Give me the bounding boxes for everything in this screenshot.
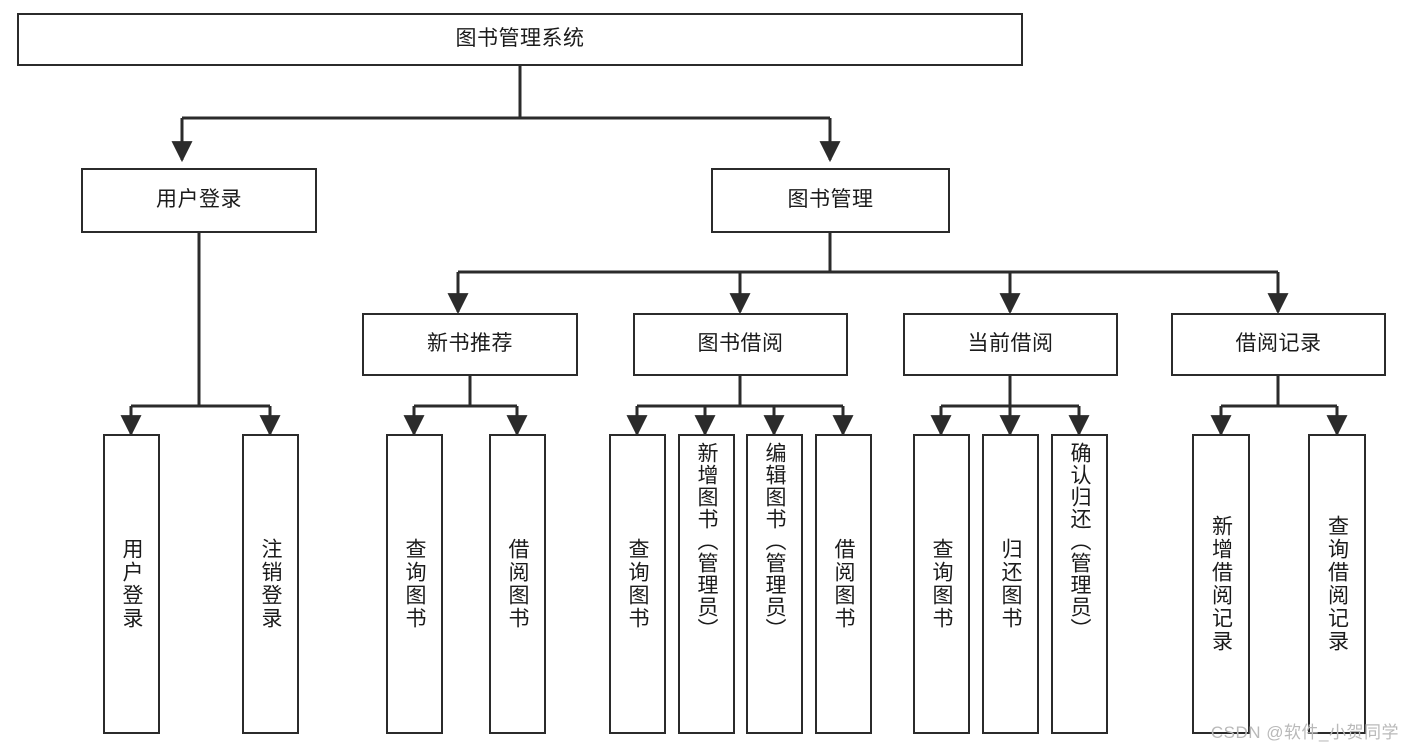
leaf-borrow-book[interactable]: 借阅图书 (815, 434, 872, 734)
leaf-add-borrow-record[interactable]: 新增借阅记录 (1192, 434, 1250, 734)
node-label: 查询图书 (626, 538, 649, 630)
node-label: 确认归还（管理员） (1068, 442, 1091, 640)
node-label: 编辑图书（管理员） (763, 442, 786, 640)
node-label: 图书管理 (787, 188, 874, 212)
node-label: 注销登录 (259, 538, 282, 630)
leaf-user-login[interactable]: 用户登录 (103, 434, 160, 734)
leaf-add-book-admin[interactable]: 新增图书（管理员） (678, 434, 735, 734)
node-label: 查询图书 (403, 538, 426, 630)
node-book-borrow[interactable]: 图书借阅 (633, 313, 848, 376)
watermark-text: CSDN @软件_小贺同学 (1210, 723, 1399, 742)
node-label: 查询图书 (930, 538, 953, 630)
node-new-book-recommend[interactable]: 新书推荐 (362, 313, 578, 376)
node-label: 新增图书（管理员） (695, 442, 718, 640)
node-book-management[interactable]: 图书管理 (711, 168, 950, 233)
leaf-query-borrow-record[interactable]: 查询借阅记录 (1308, 434, 1366, 734)
leaf-edit-book-admin[interactable]: 编辑图书（管理员） (746, 434, 803, 734)
node-user-login[interactable]: 用户登录 (81, 168, 317, 233)
leaf-return-book[interactable]: 归还图书 (982, 434, 1039, 734)
leaf-borrow-book-recommend[interactable]: 借阅图书 (489, 434, 546, 734)
leaf-logout[interactable]: 注销登录 (242, 434, 299, 734)
node-label: 归还图书 (999, 538, 1022, 630)
node-root-book-management-system[interactable]: 图书管理系统 (17, 13, 1023, 66)
leaf-query-book-borrow[interactable]: 查询图书 (609, 434, 666, 734)
node-label: 新增借阅记录 (1209, 515, 1233, 653)
leaf-query-book-recommend[interactable]: 查询图书 (386, 434, 443, 734)
node-current-borrow[interactable]: 当前借阅 (903, 313, 1118, 376)
node-label: 借阅图书 (506, 538, 529, 630)
node-label: 图书借阅 (697, 332, 784, 356)
node-label: 借阅图书 (832, 538, 855, 630)
node-label: 新书推荐 (427, 332, 513, 356)
node-label: 当前借阅 (967, 332, 1054, 356)
node-label: 用户登录 (156, 188, 242, 212)
node-label: 用户登录 (120, 538, 143, 630)
node-borrow-record[interactable]: 借阅记录 (1171, 313, 1386, 376)
node-label: 图书管理系统 (455, 27, 585, 51)
node-label: 查询借阅记录 (1325, 515, 1349, 653)
leaf-query-book-current[interactable]: 查询图书 (913, 434, 970, 734)
node-label: 借阅记录 (1235, 332, 1322, 356)
leaf-confirm-return-admin[interactable]: 确认归还（管理员） (1051, 434, 1108, 734)
